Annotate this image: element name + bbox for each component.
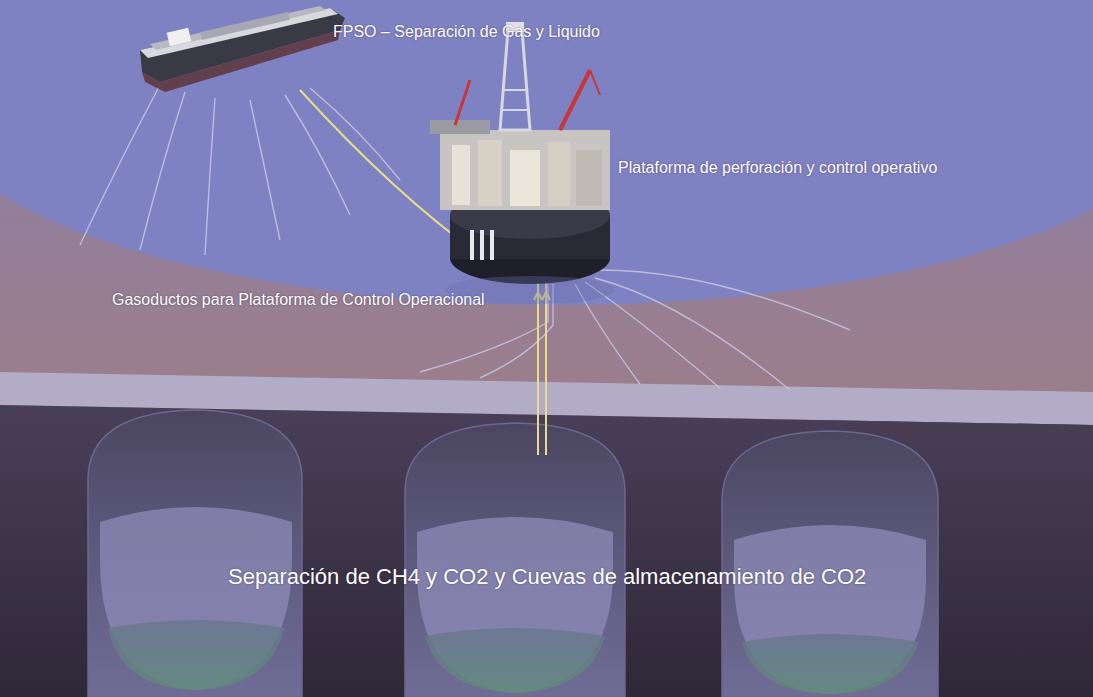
fpso-ship <box>140 6 345 92</box>
storage-caverns <box>88 410 938 697</box>
mooring-lines <box>80 85 400 255</box>
illustration-label: Gasoductos para Plataforma de Control Op… <box>112 290 485 309</box>
drilling-platform <box>430 22 615 304</box>
sea-surface <box>0 0 1093 305</box>
illustration-label: FPSO – Separación de Gas y Liquido <box>333 22 600 41</box>
platform-risers <box>420 270 850 390</box>
illustration-label: Plataforma de perforación y control oper… <box>618 158 937 177</box>
illustration-label: Separación de CH4 y CO2 y Cuevas de alma… <box>228 564 866 590</box>
